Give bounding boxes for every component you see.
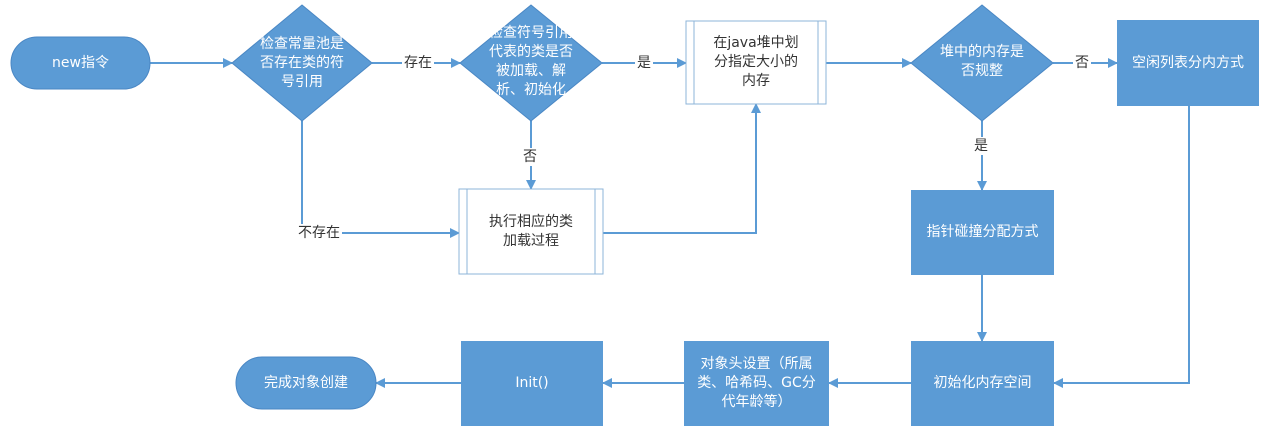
edge-label-yes-loaded: 是	[635, 54, 653, 72]
label-allocate-heap: 在java堆中划 分指定大小的 内存	[713, 35, 799, 89]
terminator-start	[10, 36, 151, 90]
label-init-method: Init()	[515, 375, 549, 391]
edge-label-not-exists: 不存在	[296, 224, 342, 242]
box-object-header	[684, 341, 829, 426]
label-finish: 完成对象创建	[264, 374, 348, 391]
label-check-class-loaded: 检查符号引用 代表的类是否 被加载、解 析、初始化	[489, 25, 573, 98]
edge-not-exists	[301, 121, 460, 238]
label-pointer-bump: 指针碰撞分配方式	[926, 224, 1039, 240]
edge-label-regular: 是	[972, 137, 990, 155]
label-heap-regular: 堆中的内存是 否规整	[940, 44, 1024, 79]
process-class-loading	[458, 188, 604, 275]
box-pointer-bump	[911, 190, 1054, 275]
label-object-header: 对象头设置（所属 类、哈希码、GC分 代年龄等）	[697, 356, 816, 410]
decision-heap-regular	[910, 4, 1054, 122]
terminator-end	[235, 356, 377, 410]
label-new-instruction: new指令	[52, 54, 109, 71]
process-allocate-heap	[685, 20, 827, 105]
box-init-method	[461, 341, 603, 426]
box-init-memory	[911, 341, 1054, 426]
edge-load-to-alloc	[603, 103, 761, 234]
edge-label-exists: 存在	[402, 54, 434, 72]
decision-class-loaded	[459, 4, 603, 122]
label-free-list: 空闲列表分内方式	[1132, 54, 1244, 71]
edge-label-not-regular: 否	[1073, 54, 1091, 72]
decision-constant-pool	[231, 4, 373, 122]
label-init-memory: 初始化内存空间	[933, 375, 1032, 391]
edge-label-no-loaded: 否	[521, 148, 539, 166]
box-free-list	[1117, 20, 1259, 106]
edge-freelist-to-init	[1053, 106, 1190, 388]
label-check-constant-pool: 检查常量池是 否存在类的符 号引用	[260, 35, 344, 90]
label-class-loading: 执行相应的类 加载过程	[489, 213, 573, 249]
